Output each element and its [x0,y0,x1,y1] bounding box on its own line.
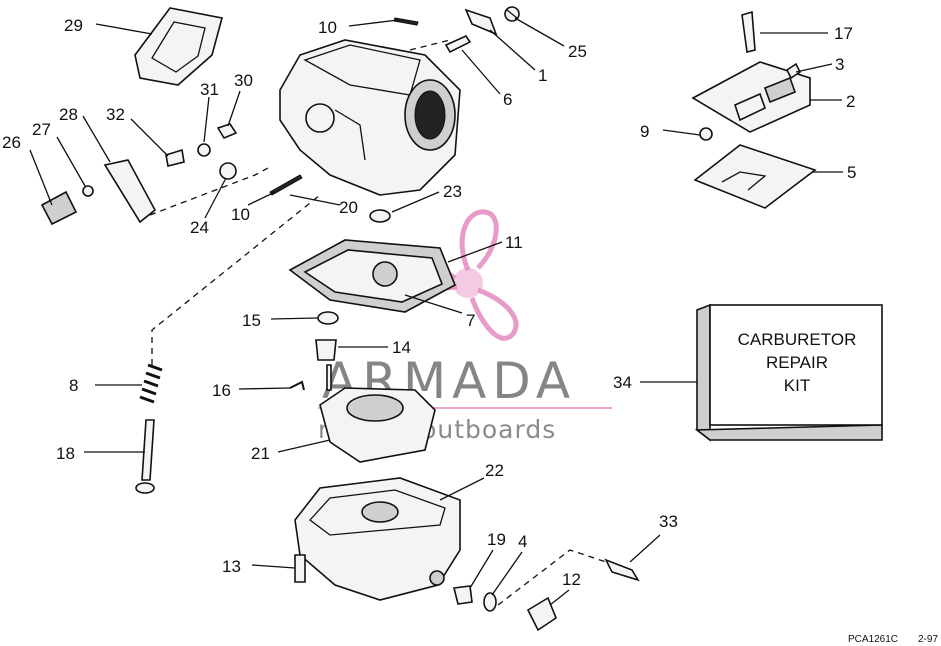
callout-10: 10 [318,18,337,37]
callout-23: 23 [443,182,462,201]
callout-29: 29 [64,16,83,35]
leader-lines [29,17,843,606]
callout-32: 32 [106,105,125,124]
callout-26: 26 [2,133,21,152]
callout-7: 7 [466,311,475,330]
callout-24: 24 [190,218,209,237]
callout-5: 5 [847,163,856,182]
callout-21: 21 [251,444,270,463]
callout-22: 22 [485,461,504,480]
part-31-washer [197,143,211,157]
part-8-spring [139,363,163,404]
callout-12: 12 [562,570,581,589]
repair-kit-box [694,303,883,442]
part-29-gasket [134,7,223,86]
callout-20: 20 [339,198,358,217]
callout-13: 13 [222,557,241,576]
callout-34: 34 [613,373,632,392]
part-17-screw [741,10,756,53]
part-26-sleeve [40,190,78,226]
part-11-gasket [288,239,457,313]
callout-27: 27 [32,120,51,139]
part-21-float [319,387,436,463]
part-24-washer [219,162,237,180]
part-5-gasket [693,144,817,209]
part-16-clip [289,380,305,391]
callout-28: 28 [59,105,78,124]
callout-8: 8 [69,376,78,395]
callout-2: 2 [846,92,855,111]
callout-15: 15 [242,311,261,330]
part-22-float-bowl [294,477,461,601]
callout-10-lower: 10 [231,205,250,224]
kit-label-line1: CARBURETOR [738,330,857,349]
callout-6: 6 [503,90,512,109]
part-33-fitting [604,558,640,582]
callout-16: 16 [212,381,231,400]
part-28-lever [103,159,157,224]
callout-1: 1 [538,66,547,85]
part-2-cover [691,61,811,133]
kit-label-line3: KIT [784,376,810,395]
callout-14: 14 [392,338,411,357]
part-4-washer [483,592,497,612]
callout-31: 31 [200,80,219,99]
kit-label-line2: REPAIR [766,353,828,372]
drawing-code: PCA1261C [848,634,898,645]
callout-17: 17 [834,24,853,43]
part-10-pin [393,17,419,26]
part-13-screw [294,554,306,583]
part-1-bracket [464,8,498,36]
part-25-screw [504,6,520,22]
part-18-needle [135,419,155,494]
part-27-ring [82,185,94,197]
callout-19: 19 [487,530,506,549]
part-12-plug [526,596,557,632]
callout-30: 30 [234,71,253,90]
part-3-fitting [785,62,802,80]
part-30-nut [216,123,238,140]
part-6-screw [444,34,472,54]
callout-4: 4 [518,532,527,551]
drawing-date: 2-97 [918,634,938,645]
callout-11: 11 [505,233,523,252]
carburetor-body [279,39,461,196]
part-9-screw [699,127,713,141]
callout-3: 3 [835,55,844,74]
part-15-washer [317,311,339,325]
part-14-needle-seat [315,339,337,391]
part-32-screw [165,148,185,167]
callout-33: 33 [659,512,678,531]
part-23-plug [369,209,391,223]
callout-18: 18 [56,444,75,463]
callout-25: 25 [568,42,587,61]
callout-9: 9 [640,122,649,141]
part-19-jet [453,585,473,605]
